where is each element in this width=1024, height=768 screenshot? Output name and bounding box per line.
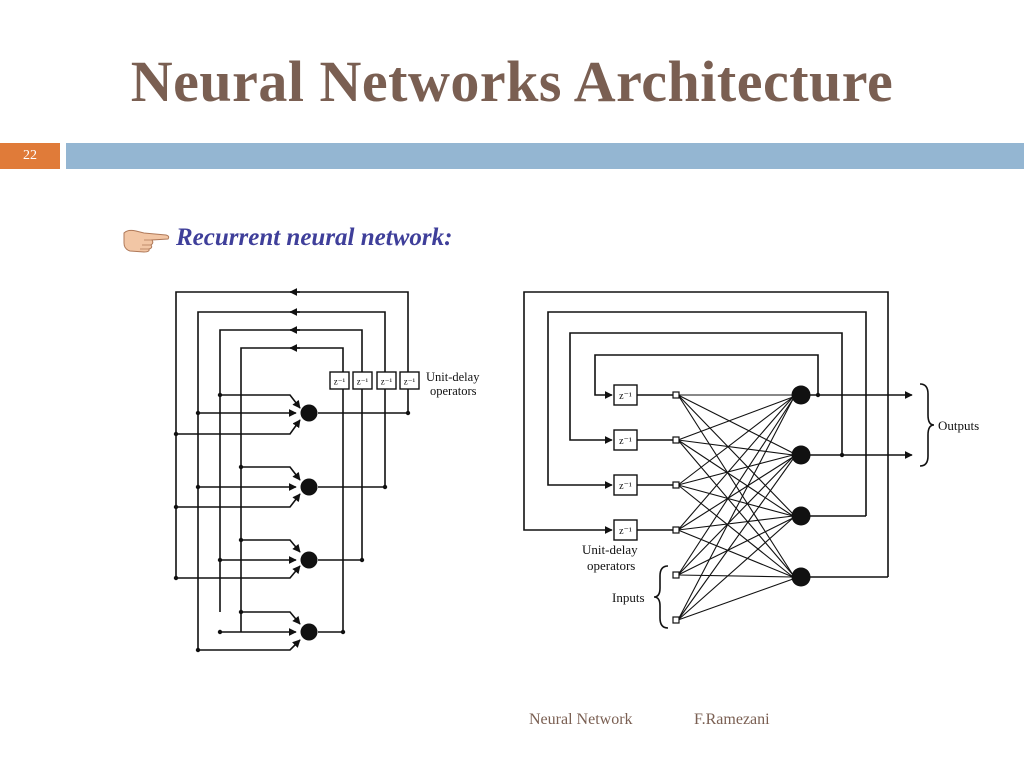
right-neuron-1 [791,385,811,405]
footer-author: F.Ramezani [694,711,770,728]
page-number-badge: 22 [0,143,60,169]
right-loop-3 [569,332,843,455]
right-delay-box-1: z⁻¹ [613,384,638,406]
right-delay-box-4: z⁻¹ [613,519,638,541]
left-recurrent-network [175,288,409,651]
right-delay-box-3: z⁻¹ [613,474,638,496]
left-loop-4 [240,347,344,632]
outputs-label: Outputs [938,418,979,433]
footer-course: Neural Network [529,711,633,728]
left-neuron-2 [300,478,318,496]
right-loop-2 [547,311,867,516]
right-connections [677,394,794,621]
left-delay-box-2: z⁻¹ [352,371,373,390]
left-delay-box-4: z⁻¹ [399,371,420,390]
left-neuron-3 [300,551,318,569]
right-loop-1 [523,291,889,577]
right-neurons [791,385,811,587]
right-input-nodes [672,391,680,624]
left-delay-operators: z⁻¹ z⁻¹ z⁻¹ z⁻¹ [329,371,420,390]
outputs-brace [919,383,935,467]
left-delay-box-1: z⁻¹ [329,371,350,390]
right-delay-box-2: z⁻¹ [613,429,638,451]
svg-text:z⁻¹: z⁻¹ [404,377,416,387]
right-neuron-4 [791,567,811,587]
left-neurons [300,404,318,641]
header-bar [66,143,1024,169]
right-delay-operators: z⁻¹ z⁻¹ z⁻¹ z⁻¹ [613,384,638,541]
pointing-hand-icon [123,229,170,253]
left-delay-box-3: z⁻¹ [376,371,397,390]
right-recurrent-network [523,291,935,629]
left-neuron-4 [300,623,318,641]
left-loop-2 [197,311,386,650]
svg-text:z⁻¹: z⁻¹ [381,377,393,387]
inputs-label: Inputs [612,590,645,605]
subtitle: Recurrent neural network: [176,224,453,251]
svg-text:z⁻¹: z⁻¹ [619,391,632,402]
left-loop-1 [175,291,409,578]
right-delay-label-2: operators [587,558,635,573]
right-neuron-3 [791,506,811,526]
svg-text:z⁻¹: z⁻¹ [619,481,632,492]
right-delay-label-1: Unit-delay [582,542,638,557]
subtitle-row: Recurrent neural network: [122,220,452,256]
svg-text:z⁻¹: z⁻¹ [334,377,346,387]
svg-text:z⁻¹: z⁻¹ [619,526,632,537]
left-delay-label-2: operators [430,384,477,398]
svg-text:z⁻¹: z⁻¹ [357,377,369,387]
inputs-brace [653,565,669,629]
left-neuron-1 [300,404,318,422]
svg-text:z⁻¹: z⁻¹ [619,436,632,447]
slide-title: Neural Networks Architecture [130,49,894,114]
left-delay-label-1: Unit-delay [426,370,480,384]
right-loop-4 [594,354,819,399]
right-neuron-2 [791,445,811,465]
